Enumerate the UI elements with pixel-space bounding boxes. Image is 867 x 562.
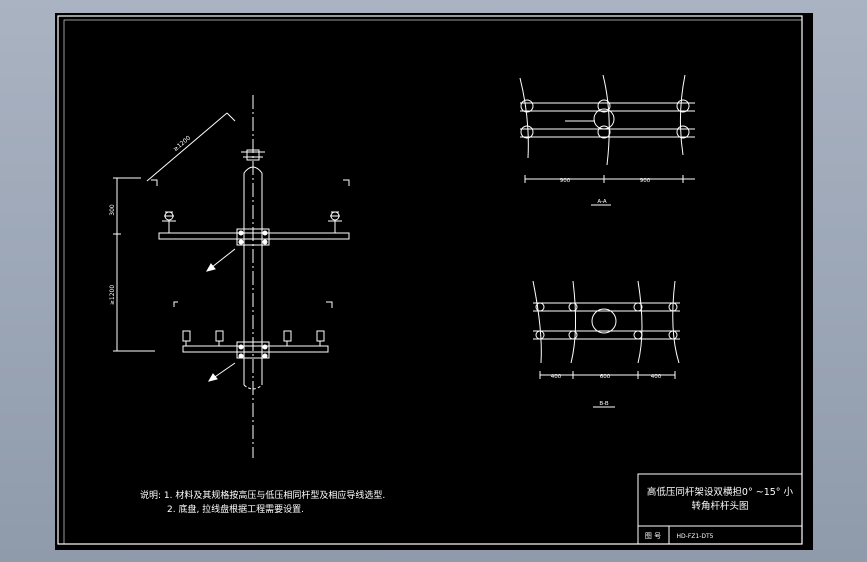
- note-line-2: 2. 底盘, 拉线盘根据工程需要设置.: [167, 503, 304, 515]
- cad-drawing: 300 ≥1200 ≥1200 900 900 A-A: [57, 15, 803, 545]
- pole-break: [243, 384, 263, 390]
- top-insulator-icon: [246, 149, 260, 161]
- dim-top-label: 300: [109, 204, 116, 216]
- upper-insulator-left-icon: [162, 211, 176, 233]
- plan-b-label: B-B: [599, 401, 609, 407]
- lower-bracket: [236, 341, 270, 359]
- drawing-viewport[interactable]: 300 ≥1200 ≥1200 900 900 A-A: [55, 13, 813, 550]
- plan-b-dim-left: 400: [551, 374, 562, 380]
- lower-crossarm: [182, 345, 329, 353]
- note-line-1: 说明: 1. 材料及其规格按高压与低压相同杆型及相应导线选型.: [140, 489, 385, 501]
- plan-a-dim-right: 900: [640, 178, 651, 184]
- title-block: [637, 473, 803, 545]
- dim-main-label: ≥1200: [109, 285, 116, 305]
- lower-insulators-icon: [182, 330, 325, 346]
- section-mark-a-left: [151, 179, 158, 186]
- plan-b-dim-right: 400: [651, 374, 662, 380]
- section-mark-b-left: [173, 301, 178, 307]
- drawing-no: HD-FZ1-DT5: [677, 533, 714, 540]
- dim-diagonal: [146, 112, 228, 182]
- upper-bracket: [236, 228, 270, 246]
- plan-a-label: A-A: [597, 199, 607, 205]
- plan-b-b: [532, 280, 680, 408]
- upper-crossarm: [158, 232, 350, 240]
- plan-a-dim-left: 900: [560, 178, 571, 184]
- dim-diag-label: ≥1200: [172, 135, 192, 154]
- outer-border: [57, 15, 803, 545]
- plan-b-dim-mid: 600: [600, 374, 611, 380]
- title-line-1: 高低压同杆架设双横担0° ~15° 小: [647, 486, 794, 498]
- pole-top: [243, 166, 263, 174]
- pole-elevation: [113, 95, 350, 458]
- section-mark-b-right: [326, 301, 333, 308]
- plan-b-pole-icon: [591, 308, 617, 334]
- upper-insulator-right-icon: [328, 211, 342, 233]
- inner-border: [63, 19, 803, 545]
- plan-a-pole-icon: [593, 108, 615, 130]
- section-mark-a-right: [343, 179, 350, 186]
- drawing-no-label: 图 号: [645, 532, 661, 540]
- plan-a-a: [519, 74, 695, 206]
- title-line-2: 转角杆杆头图: [691, 500, 748, 512]
